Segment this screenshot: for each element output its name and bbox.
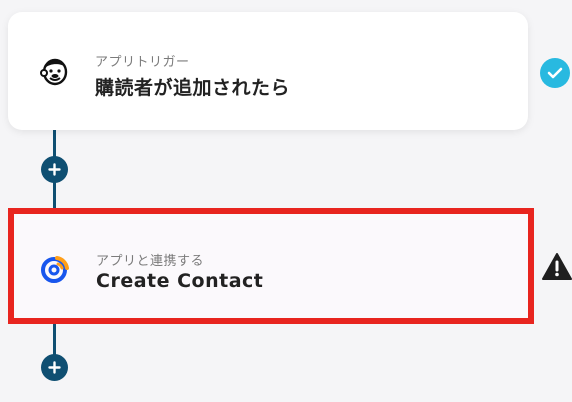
- add-step-button[interactable]: [41, 156, 68, 183]
- step-title: Create Contact: [96, 270, 264, 292]
- step-type-label: アプリと連携する: [96, 254, 205, 269]
- step-title: 購読者が追加されたら: [95, 77, 291, 99]
- flow-connector-bottom: [53, 324, 56, 364]
- mailchimp-icon: [38, 54, 72, 88]
- action-step-card[interactable]: アプリと連携する Create Contact: [8, 208, 534, 324]
- constant-contact-icon: [38, 252, 72, 286]
- step-type-label: アプリトリガー: [95, 55, 190, 70]
- warning-icon: [541, 252, 572, 282]
- check-icon: [540, 58, 570, 88]
- trigger-step-card[interactable]: アプリトリガー 購読者が追加されたら: [8, 12, 528, 130]
- add-step-button[interactable]: [41, 354, 68, 381]
